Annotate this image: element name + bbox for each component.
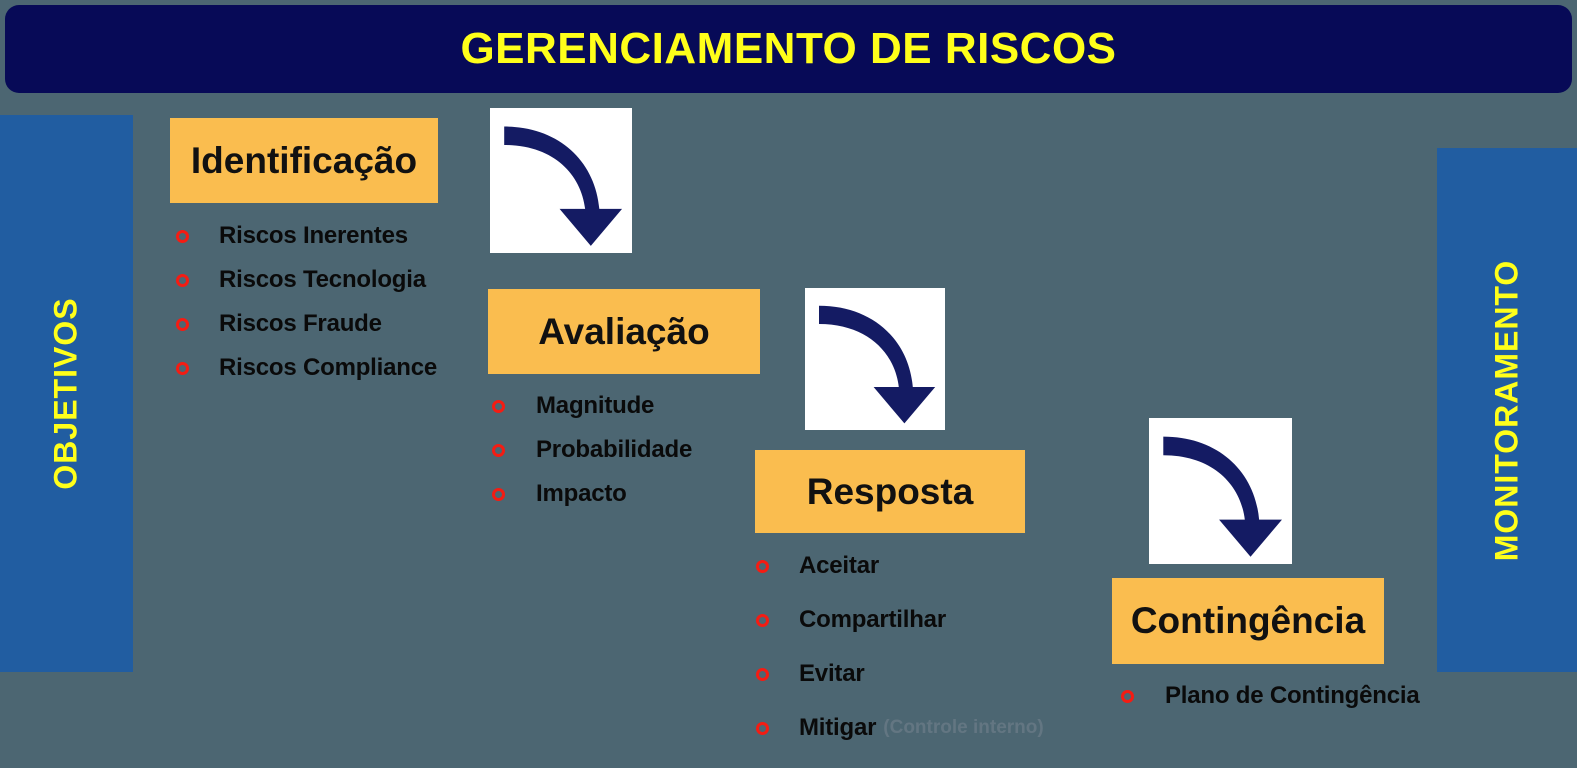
list-item: Riscos Compliance bbox=[176, 354, 437, 382]
list-item: Aceitar bbox=[756, 552, 1044, 580]
header-banner: GERENCIAMENTO DE RISCOS bbox=[5, 5, 1572, 93]
bullet-ring-icon bbox=[492, 443, 505, 457]
stage-label-identificacao: Identificação bbox=[190, 139, 418, 181]
list-item: Evitar bbox=[756, 660, 1044, 688]
list-item: Riscos Tecnologia bbox=[176, 266, 437, 294]
list-item-label: Magnitude bbox=[536, 392, 655, 419]
list-item-label: Riscos Compliance bbox=[219, 354, 438, 381]
bullet-ring-icon bbox=[492, 399, 505, 413]
list-item-label: Probabilidade bbox=[536, 436, 693, 463]
curved-down-arrow-icon bbox=[490, 108, 632, 253]
stage-label-resposta: Resposta bbox=[806, 470, 974, 512]
list-item-label: Riscos Fraude bbox=[219, 310, 382, 337]
bullet-list-resposta: Aceitar Compartilhar Evitar Mitigar (Con… bbox=[756, 552, 1044, 768]
list-item: Probabilidade bbox=[492, 436, 692, 464]
stage-box-avaliacao[interactable]: Avaliação bbox=[488, 289, 760, 374]
list-item-label: Mitigar bbox=[799, 714, 877, 741]
rail-monitoramento: MONITORAMENTO bbox=[1437, 148, 1577, 672]
list-item-label: Impacto bbox=[536, 480, 627, 507]
bullet-ring-icon bbox=[176, 361, 189, 375]
curved-down-arrow-icon bbox=[1149, 418, 1292, 564]
stage-label-avaliacao: Avaliação bbox=[538, 310, 710, 352]
stage-box-contingencia[interactable]: Contingência bbox=[1112, 578, 1384, 664]
bullet-ring-icon bbox=[176, 273, 189, 287]
rail-monitoramento-label: MONITORAMENTO bbox=[1488, 259, 1525, 561]
bullet-ring-icon bbox=[756, 721, 769, 735]
list-item: Riscos Inerentes bbox=[176, 222, 437, 250]
bullet-ring-icon bbox=[756, 613, 769, 627]
page-title: GERENCIAMENTO DE RISCOS bbox=[460, 24, 1117, 73]
rail-objetivos-label: OBJETIVOS bbox=[48, 297, 84, 490]
list-item-label: Compartilhar bbox=[799, 606, 946, 633]
list-item-label: Riscos Tecnologia bbox=[219, 266, 426, 293]
list-item-label: Aceitar bbox=[799, 552, 879, 579]
stage-box-identificacao[interactable]: Identificação bbox=[170, 118, 438, 203]
bullet-ring-icon bbox=[176, 229, 189, 243]
list-item-label: Plano de Contingência bbox=[1165, 682, 1420, 709]
bullet-ring-icon bbox=[1121, 689, 1134, 703]
stage-box-resposta[interactable]: Resposta bbox=[755, 450, 1025, 533]
stage-label-contingencia: Contingência bbox=[1130, 600, 1366, 641]
bullet-ring-icon bbox=[756, 667, 769, 681]
list-item: Plano de Contingência bbox=[1121, 682, 1420, 710]
bullet-ring-icon bbox=[176, 317, 189, 331]
bullet-list-contingencia: Plano de Contingência bbox=[1121, 682, 1420, 710]
bullet-list-identificacao: Riscos Inerentes Riscos Tecnologia Risco… bbox=[176, 222, 437, 398]
bullet-list-avaliacao: Magnitude Probabilidade Impacto bbox=[492, 392, 692, 524]
bullet-ring-icon bbox=[756, 559, 769, 573]
list-item-label: Riscos Inerentes bbox=[219, 222, 408, 249]
bullet-ring-icon bbox=[492, 487, 505, 501]
list-item: Impacto bbox=[492, 480, 692, 508]
list-item: Magnitude bbox=[492, 392, 692, 420]
list-item: Riscos Fraude bbox=[176, 310, 437, 338]
rail-objetivos: OBJETIVOS bbox=[0, 115, 133, 672]
list-item-note: (Controle interno) bbox=[883, 717, 1044, 738]
list-item: Compartilhar bbox=[756, 606, 1044, 634]
list-item-label: Evitar bbox=[799, 660, 865, 687]
diagram-canvas: GERENCIAMENTO DE RISCOS OBJETIVOS MONITO… bbox=[0, 5, 1577, 741]
curved-down-arrow-icon bbox=[805, 288, 945, 430]
list-item: Mitigar (Controle interno) bbox=[756, 714, 1044, 742]
